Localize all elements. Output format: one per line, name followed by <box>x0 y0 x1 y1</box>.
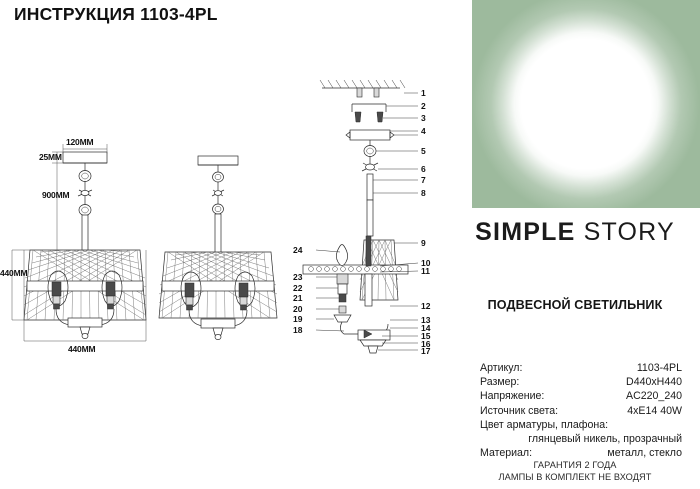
callout-4: 4 <box>421 126 426 136</box>
specifications-list: Артикул: 1103-4PL Размер: D440xH440 Напр… <box>480 361 682 460</box>
brand-logo: SIMPLE STORY <box>450 218 700 247</box>
spec-label-color: Цвет арматуры, плафона: <box>480 418 609 431</box>
callout-13: 13 <box>421 315 431 325</box>
callout-20: 20 <box>293 304 303 314</box>
callout-14: 14 <box>421 323 431 333</box>
callout-21: 21 <box>293 293 303 303</box>
product-type-label: ПОДВЕСНОЙ СВЕТИЛЬНИК <box>487 298 663 312</box>
front-elevation-drawing <box>11 79 419 354</box>
callout-10: 10 <box>421 258 431 268</box>
callout-6: 6 <box>421 164 426 174</box>
callout-17: 17 <box>421 346 431 356</box>
callout-18: 18 <box>293 325 303 335</box>
spec-label: Напряжение: <box>480 390 545 403</box>
callout-16: 16 <box>421 339 431 349</box>
callout-7: 7 <box>421 175 426 185</box>
callout-19: 19 <box>293 314 303 324</box>
dimension-suspension-drop: 900MM <box>42 190 70 200</box>
callout-1: 1 <box>421 88 426 98</box>
callout-24: 24 <box>293 245 303 255</box>
brand-word-simple: SIMPLE <box>475 218 576 246</box>
page-title: ИНСТРУКЦИЯ 1103-4PL <box>14 4 218 24</box>
spec-row-article: Артикул: 1103-4PL <box>480 361 682 375</box>
callout-22: 22 <box>293 283 303 293</box>
spec-label: Источник света: <box>480 404 559 417</box>
spec-label: Артикул: <box>480 362 523 374</box>
technical-drawing-panel: ИНСТРУКЦИЯ 1103-4PL <box>0 4 431 356</box>
hero-product-image <box>472 0 700 208</box>
spec-value-color: глянцевый никель, прозрачный <box>528 433 682 446</box>
spec-label: Материал: <box>480 447 533 460</box>
lamps-not-included-line: ЛАМПЫ В КОМПЛЕКТ НЕ ВХОДЯТ <box>498 472 652 483</box>
callout-23: 23 <box>293 272 303 282</box>
spec-row-material: Материал: металл, стекло <box>480 446 682 460</box>
spec-value: D440xH440 <box>626 376 682 389</box>
spec-value: AC220_240 <box>626 390 682 403</box>
callout-12: 12 <box>421 301 431 311</box>
spec-row-voltage: Напряжение: AC220_240 <box>480 389 682 403</box>
brand-word-story: STORY <box>583 218 675 246</box>
callout-8: 8 <box>421 188 426 198</box>
callout-11: 11 <box>421 266 430 276</box>
dimension-canopy-width: 120MM <box>66 137 94 147</box>
callout-15: 15 <box>421 331 431 341</box>
dimension-shade-height: 440MM <box>0 268 28 278</box>
spec-value: металл, стекло <box>607 447 682 460</box>
product-info-panel: SIMPLE STORY ПОДВЕСНОЙ СВЕТИЛЬНИК Артику… <box>450 0 700 489</box>
dimension-canopy-height: 25MM <box>39 152 62 162</box>
callout-9: 9 <box>421 238 426 248</box>
spec-label: Размер: <box>480 376 520 389</box>
dimension-shade-diameter: 440MM <box>68 344 96 354</box>
callout-5: 5 <box>421 146 426 156</box>
spec-row-size: Размер: D440xH440 <box>480 375 682 389</box>
spec-row-light-source: Источник света: 4xE14 40W <box>480 404 682 418</box>
spec-value: 4xE14 40W <box>627 404 682 417</box>
callout-3: 3 <box>421 113 426 123</box>
warranty-line: ГАРАНТИЯ 2 ГОДА <box>533 460 617 470</box>
light-glow-circle <box>472 0 700 208</box>
spec-value: 1103-4PL <box>636 362 682 374</box>
warranty-footer: ГАРАНТИЯ 2 ГОДА ЛАМПЫ В КОМПЛЕКТ НЕ ВХОД… <box>450 459 700 484</box>
callout-2: 2 <box>421 101 426 111</box>
